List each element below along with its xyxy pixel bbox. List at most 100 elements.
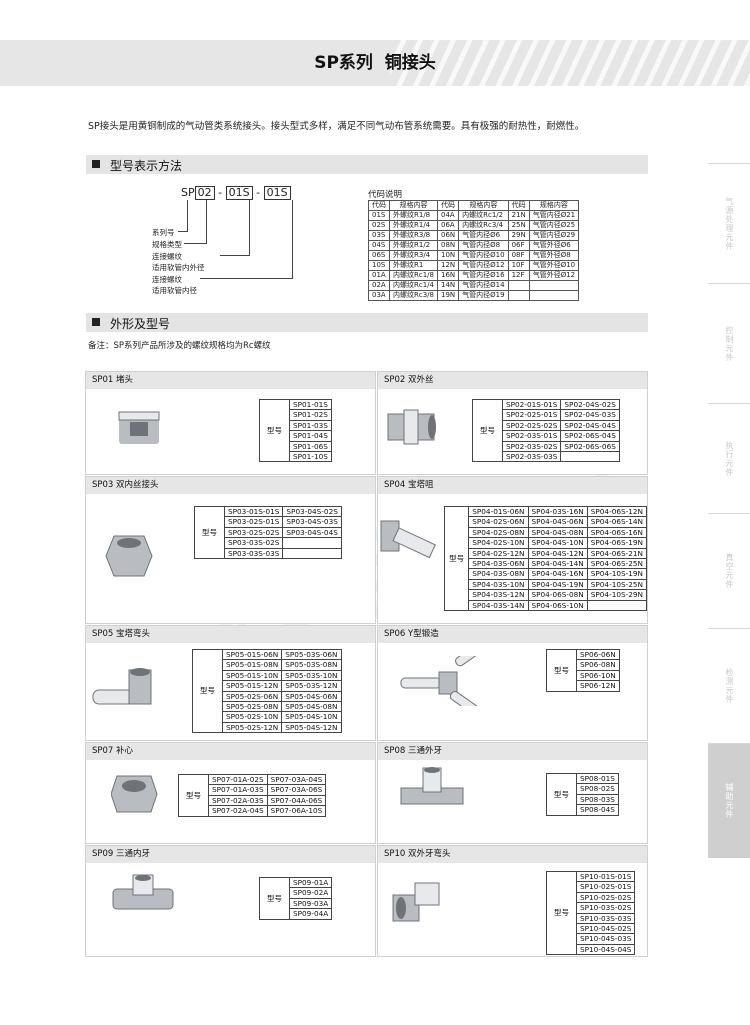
code-cell: 04S bbox=[368, 240, 390, 251]
model-cell: SP04-10S-25N bbox=[586, 578, 648, 591]
model-cell: SP02-06S-06S bbox=[560, 440, 620, 453]
model-cell: SP03-03S-03S bbox=[223, 547, 284, 560]
code-cell: 02S bbox=[368, 220, 390, 231]
model-cell: SP08-01S bbox=[576, 772, 619, 785]
model-cell: SP09-04A bbox=[288, 908, 333, 920]
model-cell: SP05-03S-06N bbox=[281, 648, 342, 661]
model-cell: SP07-03A-06S bbox=[266, 784, 327, 796]
sidebar-tab-2[interactable]: 控制元件 bbox=[708, 283, 750, 403]
table-row: SP10-02S-02S bbox=[547, 891, 636, 904]
table-row: SP09-04A bbox=[260, 908, 333, 920]
fitting-icon bbox=[111, 775, 158, 813]
code-header-cell: 规格内容 bbox=[458, 200, 509, 211]
code-header-cell: 代码 bbox=[368, 200, 390, 211]
code-cell: 03A bbox=[368, 290, 390, 301]
code-cell: 气管内径Ø21 bbox=[528, 210, 580, 221]
product-title: SP09 三通内牙 bbox=[86, 846, 375, 863]
leader-line bbox=[184, 243, 207, 244]
model-cell: SP05-02S-12N bbox=[221, 721, 283, 734]
model-cell: SP05-04S-06N bbox=[281, 690, 342, 703]
table-row: SP08-04S bbox=[547, 804, 619, 816]
model-cell: SP10-04S-04S bbox=[575, 943, 636, 956]
model-cell: SP04-03S-06N bbox=[468, 558, 529, 570]
label-spec: 规格类型 bbox=[152, 240, 182, 249]
fitting-icon bbox=[400, 656, 483, 706]
model-label: 型号 bbox=[192, 648, 223, 734]
model-cell: SP04-06S-14N bbox=[586, 516, 648, 528]
model-cell: SP04-06S-10N bbox=[527, 599, 588, 612]
model-cell: SP05-03S-12N bbox=[281, 680, 342, 692]
model-cell: SP04-06S-19N bbox=[586, 537, 648, 549]
fitting-icon bbox=[112, 874, 174, 910]
code-cell: 01A bbox=[368, 270, 390, 281]
model-cell: SP02-02S-01S bbox=[501, 409, 562, 421]
model-cell: SP01-04S bbox=[289, 430, 332, 442]
code-cell: 08F bbox=[507, 250, 530, 261]
model-cell: SP09-03A bbox=[288, 897, 333, 910]
model-cell: SP02-06S-04S bbox=[560, 430, 620, 442]
section-bullet-icon bbox=[92, 318, 100, 326]
product-title: SP07 补心 bbox=[86, 743, 375, 760]
code-cell bbox=[507, 280, 530, 291]
sidebar-tab-6[interactable]: 辅助元件 bbox=[708, 743, 750, 858]
code-cell: 气管内径Ø19 bbox=[458, 290, 509, 301]
model-cell: SP04-06S-16N bbox=[586, 526, 648, 539]
category-sidebar: 气源处理元件控制元件执行元件真空元件检测元件辅助元件 bbox=[708, 163, 750, 860]
section-title: 外形及型号 bbox=[110, 317, 171, 331]
code-cell: 29N bbox=[507, 230, 530, 241]
model-cell: SP06-10N bbox=[576, 669, 620, 682]
model-cell: SP04-03S-10N bbox=[468, 578, 529, 591]
code-cell: 06A bbox=[436, 220, 460, 231]
code-cell: 10F bbox=[507, 260, 530, 271]
sidebar-tab-3[interactable]: 执行元件 bbox=[708, 403, 750, 513]
sidebar-tab-5[interactable]: 检测元件 bbox=[708, 628, 750, 743]
table-row: SP10-03S-02S bbox=[547, 902, 636, 914]
code-cell bbox=[528, 290, 580, 301]
code-cell: 10S bbox=[368, 260, 390, 271]
model-cell: SP06-12N bbox=[576, 680, 620, 692]
table-row: SP01-10S bbox=[260, 451, 332, 463]
section-bullet-icon bbox=[92, 160, 100, 168]
model-cell: SP04-10S-29N bbox=[586, 589, 648, 601]
code-cell: 气管外径Ø6 bbox=[528, 240, 580, 251]
code-cell: 内螺纹Rc3/4 bbox=[458, 220, 509, 231]
code-cell: 内螺纹Rc3/8 bbox=[389, 290, 438, 301]
sidebar-tab-1[interactable]: 气源处理元件 bbox=[708, 163, 750, 283]
model-cell: SP07-06A-10S bbox=[266, 805, 327, 817]
model-label: 型号 bbox=[194, 505, 225, 560]
fitting-icon bbox=[118, 411, 160, 444]
model-cell: SP02-04S-03S bbox=[560, 409, 620, 421]
model-cell: SP03-03S-02S bbox=[223, 537, 284, 549]
model-box-thread1: 01S bbox=[225, 186, 253, 200]
model-label: 型号 bbox=[472, 398, 503, 463]
code-cell: 气管外径Ø8 bbox=[528, 250, 580, 261]
model-cell: SP03-01S-01S bbox=[223, 505, 284, 518]
sidebar-tab-4[interactable]: 真空元件 bbox=[708, 513, 750, 628]
code-cell: 气管内径Ø10 bbox=[458, 250, 509, 261]
model-label: 型号 bbox=[259, 877, 290, 920]
table-row: SP01-02S bbox=[260, 409, 332, 421]
code-cell: 气管内径Ø12 bbox=[458, 260, 509, 271]
product-title: SP01 堵头 bbox=[86, 372, 375, 389]
fitting-icon bbox=[392, 882, 440, 922]
